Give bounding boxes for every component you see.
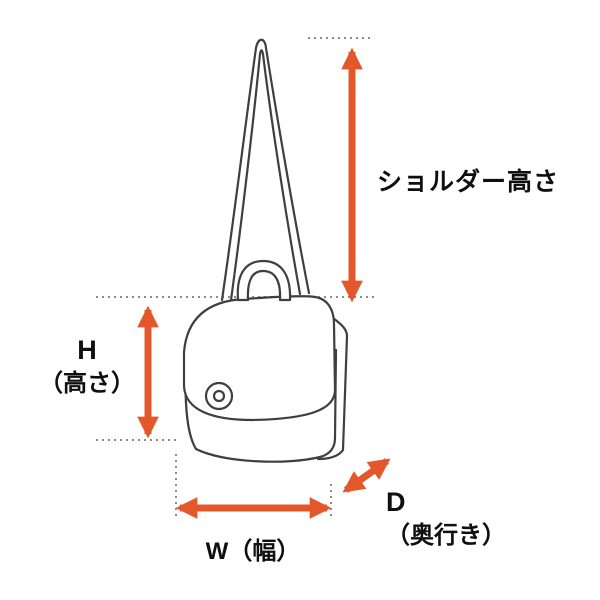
- bag-handle: [236, 259, 292, 302]
- clasp-inner: [212, 389, 226, 403]
- label-width: W（幅）: [205, 538, 301, 565]
- bag-illustration: [182, 38, 349, 463]
- measurement-arrows: [137, 47, 391, 519]
- guide-dotted-lines: [96, 37, 376, 518]
- label-height-sub: （高さ）: [39, 370, 135, 397]
- clasp-outer: [204, 381, 234, 411]
- label-shoulder-height: ショルダー高さ: [377, 168, 560, 196]
- strap-inner: [229, 49, 302, 302]
- strap-outer: [220, 38, 311, 302]
- label-depth-letter: D: [386, 487, 406, 517]
- label-height: H （高さ）: [22, 334, 152, 400]
- depth-arrow: [342, 458, 391, 493]
- label-depth-sub: （奥行き）: [386, 522, 506, 549]
- bag-gusset: [316, 316, 349, 461]
- label-depth: D （奥行き）: [386, 486, 506, 552]
- label-height-letter: H: [77, 335, 97, 365]
